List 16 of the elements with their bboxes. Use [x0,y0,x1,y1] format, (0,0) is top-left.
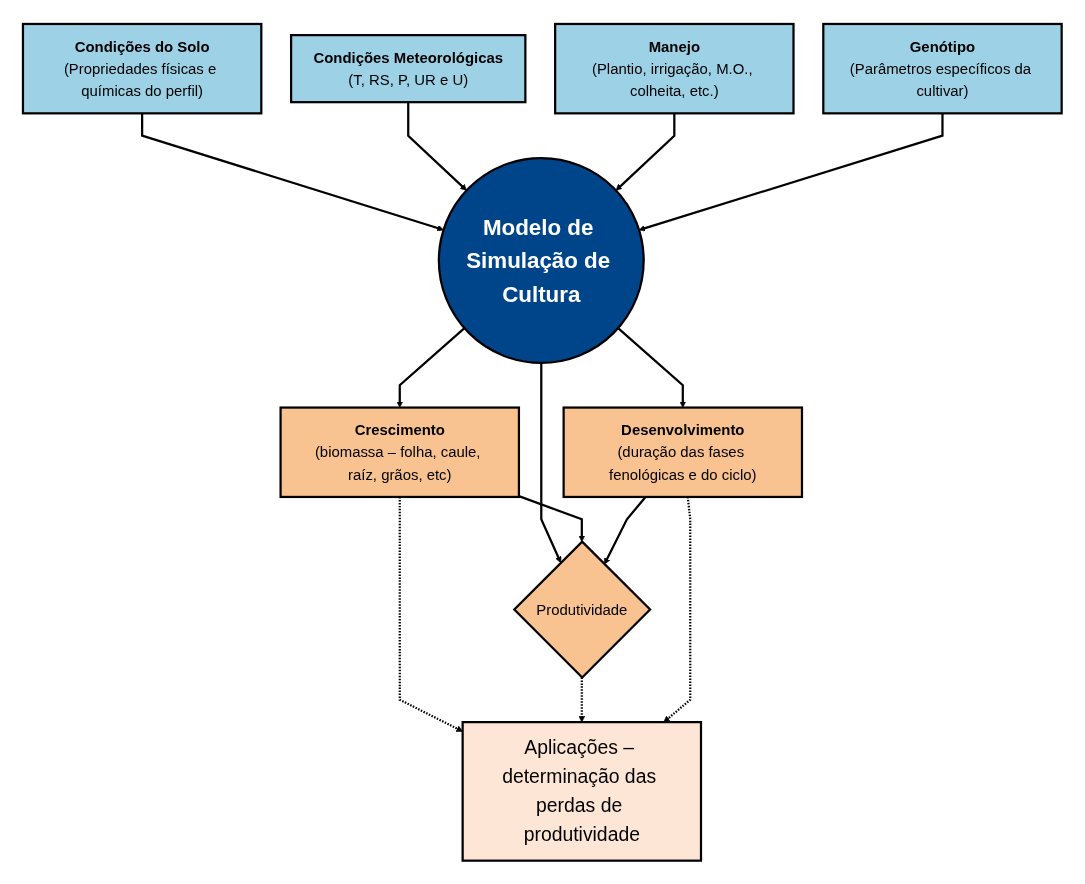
node-diamond: Produtividade [512,539,652,679]
arrow [518,494,586,542]
arrow [617,327,687,408]
arrow [615,113,676,191]
arrow [141,113,444,231]
node-box: Condições Meteorológicas (T, RS, P, UR e U) [290,33,527,103]
node-box: Manejo (Plantio, irrigação, M.O., colheita, etc.) [554,22,795,115]
node-box: Crescimento (biomassa – folha, caule, raíz, grãos, etc) [279,406,521,498]
arrow [407,101,468,191]
node-box: Desenvolvimento (duração das fases fenológicas e do ciclo) [562,406,804,498]
arrow [540,362,562,563]
node-box: Condições do Solo (Propriedades físicas e químicas do perfil) [22,22,263,115]
node-circle: Modelo de Simulação de Cultura [437,156,645,364]
node-box: Genótipo (Parâmetros específicos da cultivar) [822,22,1063,115]
arrow [396,327,466,408]
node-box: Aplicações – determinação das perdas de produtividade [461,720,703,862]
